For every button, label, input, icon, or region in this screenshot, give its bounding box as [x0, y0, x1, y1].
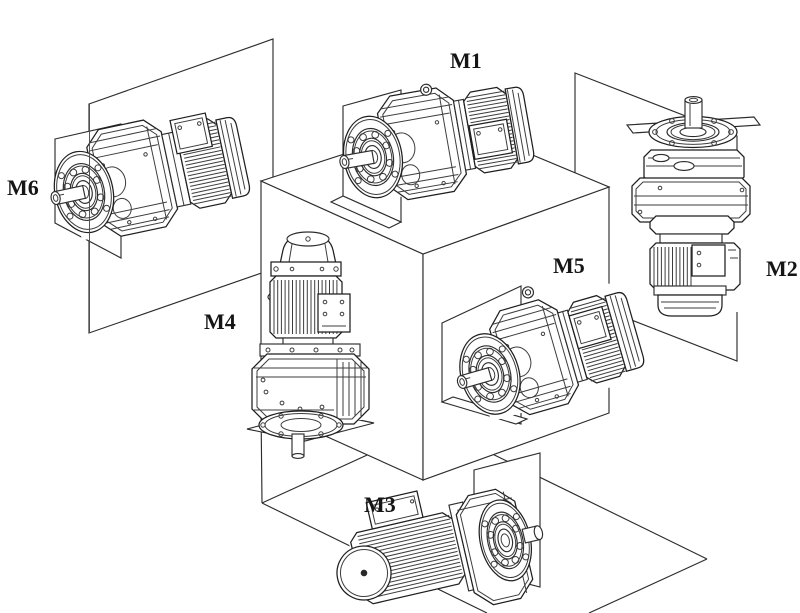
svg-text:M1: M1: [450, 48, 482, 73]
svg-text:M3: M3: [364, 492, 396, 517]
svg-text:M6: M6: [7, 175, 39, 200]
svg-text:M2: M2: [766, 256, 798, 281]
svg-text:M5: M5: [553, 253, 585, 278]
svg-text:M4: M4: [204, 309, 236, 334]
